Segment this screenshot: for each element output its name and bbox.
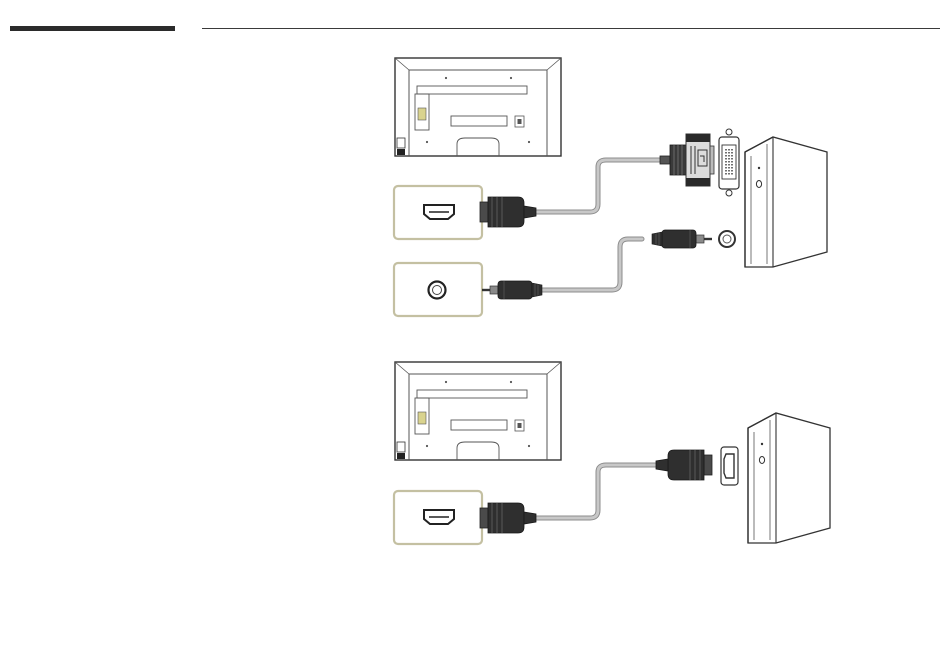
- hdmi-port-icon: [394, 491, 482, 544]
- diagram-hdmi-hdmi: [394, 362, 830, 544]
- audio-jack-port-icon: [394, 263, 482, 316]
- dvi-port-icon: [719, 129, 739, 196]
- pc-tower-icon: [745, 137, 827, 267]
- pc-audio-port-icon: [719, 231, 735, 247]
- hdmi-plug-icon-pc: [656, 450, 712, 480]
- stereo-mini-plug-icon-pc: [652, 230, 712, 248]
- dvi-plug-icon: [660, 134, 714, 186]
- stereo-mini-plug-icon: [482, 281, 542, 299]
- pc-hdmi-port-icon: [721, 447, 738, 485]
- hdmi-port-icon: [394, 186, 482, 239]
- hdmi-plug-icon: [480, 197, 536, 227]
- audio-cable: [540, 239, 642, 290]
- pc-tower-icon: [748, 413, 830, 543]
- display-rear-panel-icon: [395, 362, 561, 460]
- hdmi-cable: [536, 465, 656, 518]
- diagram-hdmi-dvi-audio: [394, 58, 827, 316]
- display-rear-panel-icon: [395, 58, 561, 156]
- hdmi-plug-icon: [480, 503, 536, 533]
